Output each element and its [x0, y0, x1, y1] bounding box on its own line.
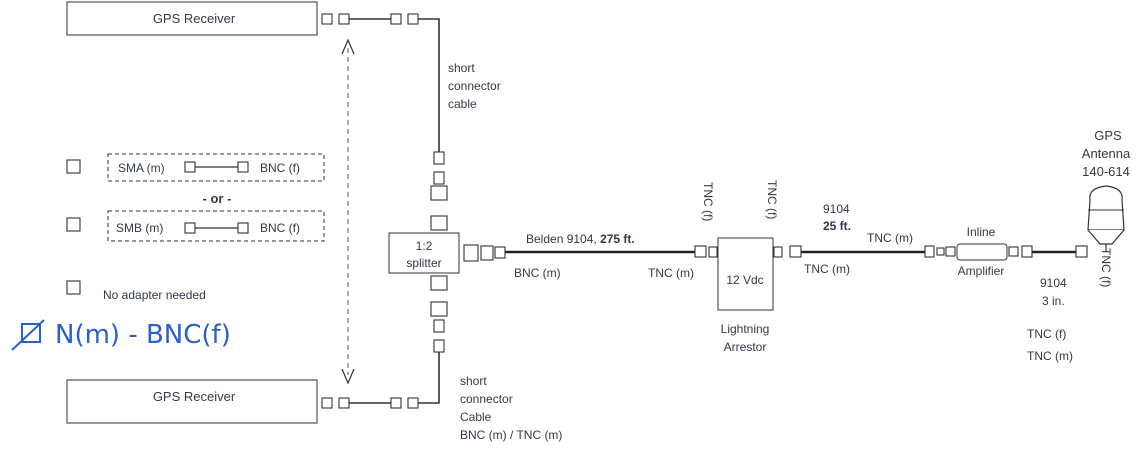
- connector: [494, 246, 506, 259]
- mid-cable-label: 9104: [823, 202, 850, 216]
- antenna-line3: 140-614: [1082, 164, 1130, 179]
- gps-antenna-icon: [1087, 185, 1125, 252]
- adapter-option-smb: [107, 210, 325, 242]
- amplifier-label1: Inline: [967, 225, 996, 239]
- connector: [773, 246, 783, 258]
- arrestor-label1: Lightning: [721, 322, 770, 336]
- short-cable-top-line: connector: [448, 79, 501, 93]
- short-cable-top-line: cable: [448, 97, 477, 111]
- checkbox-sma: [66, 159, 81, 174]
- connector: [430, 215, 448, 231]
- short-cable-bottom-label: short connector Cable BNC (m) / TNC (m): [460, 374, 562, 442]
- connector: [390, 13, 402, 25]
- connector: [430, 275, 448, 291]
- connector: [237, 222, 249, 234]
- tnc-m-bottom-label: TNC (m): [1027, 349, 1073, 363]
- connector: [694, 245, 707, 258]
- gps-receiver-bottom: GPS Receiver: [66, 379, 318, 424]
- arrestor-conn-left: TNC (f): [701, 182, 715, 221]
- smb-label: SMB (m): [116, 221, 163, 235]
- splitter-line1: 1:2: [416, 239, 433, 253]
- main-cable-label: Belden 9104, 275 ft.: [526, 232, 635, 246]
- gps-receiver-bottom-label: GPS Receiver: [153, 389, 236, 404]
- connector: [430, 185, 448, 201]
- inline-amplifier: [956, 243, 1008, 261]
- main-cable-name: Belden 9104,: [526, 232, 600, 246]
- bnc-m-label: BNC (m): [514, 266, 561, 280]
- connector: [433, 339, 445, 353]
- bnc-f-label-1: BNC (f): [260, 161, 300, 175]
- connector: [430, 301, 448, 317]
- connector: [433, 319, 445, 333]
- splitter: [388, 232, 460, 274]
- connector: [407, 397, 419, 409]
- connector: [338, 13, 350, 25]
- short-cable-name: 9104: [1040, 276, 1067, 290]
- gps-receiver-top: GPS Receiver: [66, 1, 318, 36]
- no-adapter-label: No adapter needed: [103, 288, 206, 302]
- tnc-m-label-1: TNC (m): [648, 266, 694, 280]
- short-cable-bottom-line: connector: [460, 392, 513, 406]
- checkmark-icon: [11, 319, 45, 351]
- sma-label: SMA (m): [118, 161, 165, 175]
- arrow-head-up-icon: [341, 38, 355, 55]
- handwritten-note: N(m) - BNC(f): [11, 319, 231, 351]
- main-cable-length: 275 ft.: [600, 232, 635, 246]
- cable-bottom-short: [418, 352, 440, 404]
- connector: [338, 397, 350, 409]
- short-cable-top-line: short: [448, 61, 475, 75]
- connector: [924, 245, 935, 258]
- cable-top-short: [418, 18, 440, 152]
- connector: [1008, 246, 1019, 257]
- connector: [184, 161, 196, 173]
- connector: [433, 151, 445, 165]
- tnc-m-label-2: TNC (m): [867, 231, 913, 245]
- connector: [390, 397, 402, 409]
- checkbox-none: [66, 280, 81, 295]
- connector: [237, 161, 249, 173]
- antenna-line1: GPS: [1094, 128, 1122, 143]
- antenna-line2: Antenna: [1082, 146, 1131, 161]
- lightning-arrestor: [717, 237, 774, 311]
- checked-box-icon: [21, 323, 41, 343]
- short-cable-bottom-line: short: [460, 374, 487, 388]
- gps-receiver-top-label: GPS Receiver: [153, 11, 236, 26]
- checkbox-smb: [66, 217, 81, 232]
- connector: [321, 397, 333, 409]
- connector: [321, 13, 333, 25]
- arrestor-label2: Arrestor: [724, 340, 767, 354]
- connector: [184, 222, 196, 234]
- or-text: - or -: [203, 191, 232, 206]
- arrestor-voltage: 12 Vdc: [726, 273, 763, 287]
- amplifier-label2: Amplifier: [958, 264, 1005, 278]
- handwritten-adapter: N(m) - BNC(f): [55, 320, 231, 350]
- short-cable-length: 3 in.: [1042, 294, 1065, 308]
- connector: [1021, 245, 1033, 258]
- connector: [433, 171, 445, 185]
- connector: [789, 245, 802, 258]
- arrestor-conn-right: TNC (f): [765, 180, 779, 219]
- connector: [1075, 245, 1088, 258]
- connector: [945, 246, 956, 257]
- antenna-conn-label: TNC (f): [1099, 248, 1113, 287]
- short-cable-bottom-line: Cable: [460, 410, 492, 424]
- connector: [708, 246, 718, 258]
- bnc-f-label-2: BNC (f): [260, 221, 300, 235]
- connector: [480, 245, 494, 261]
- short-cable-bottom-line: BNC (m) / TNC (m): [460, 428, 562, 442]
- splitter-line2: splitter: [406, 256, 441, 270]
- tnc-f-bottom-label: TNC (f): [1027, 327, 1066, 341]
- connector: [407, 13, 419, 25]
- connector: [936, 247, 945, 256]
- arrow-head-down-icon: [341, 368, 355, 385]
- connector: [463, 244, 479, 262]
- short-cable-top-label: short connector cable: [448, 61, 504, 111]
- mid-cable-length: 25 ft.: [823, 219, 851, 233]
- tnc-m-label-3: TNC (m): [804, 262, 850, 276]
